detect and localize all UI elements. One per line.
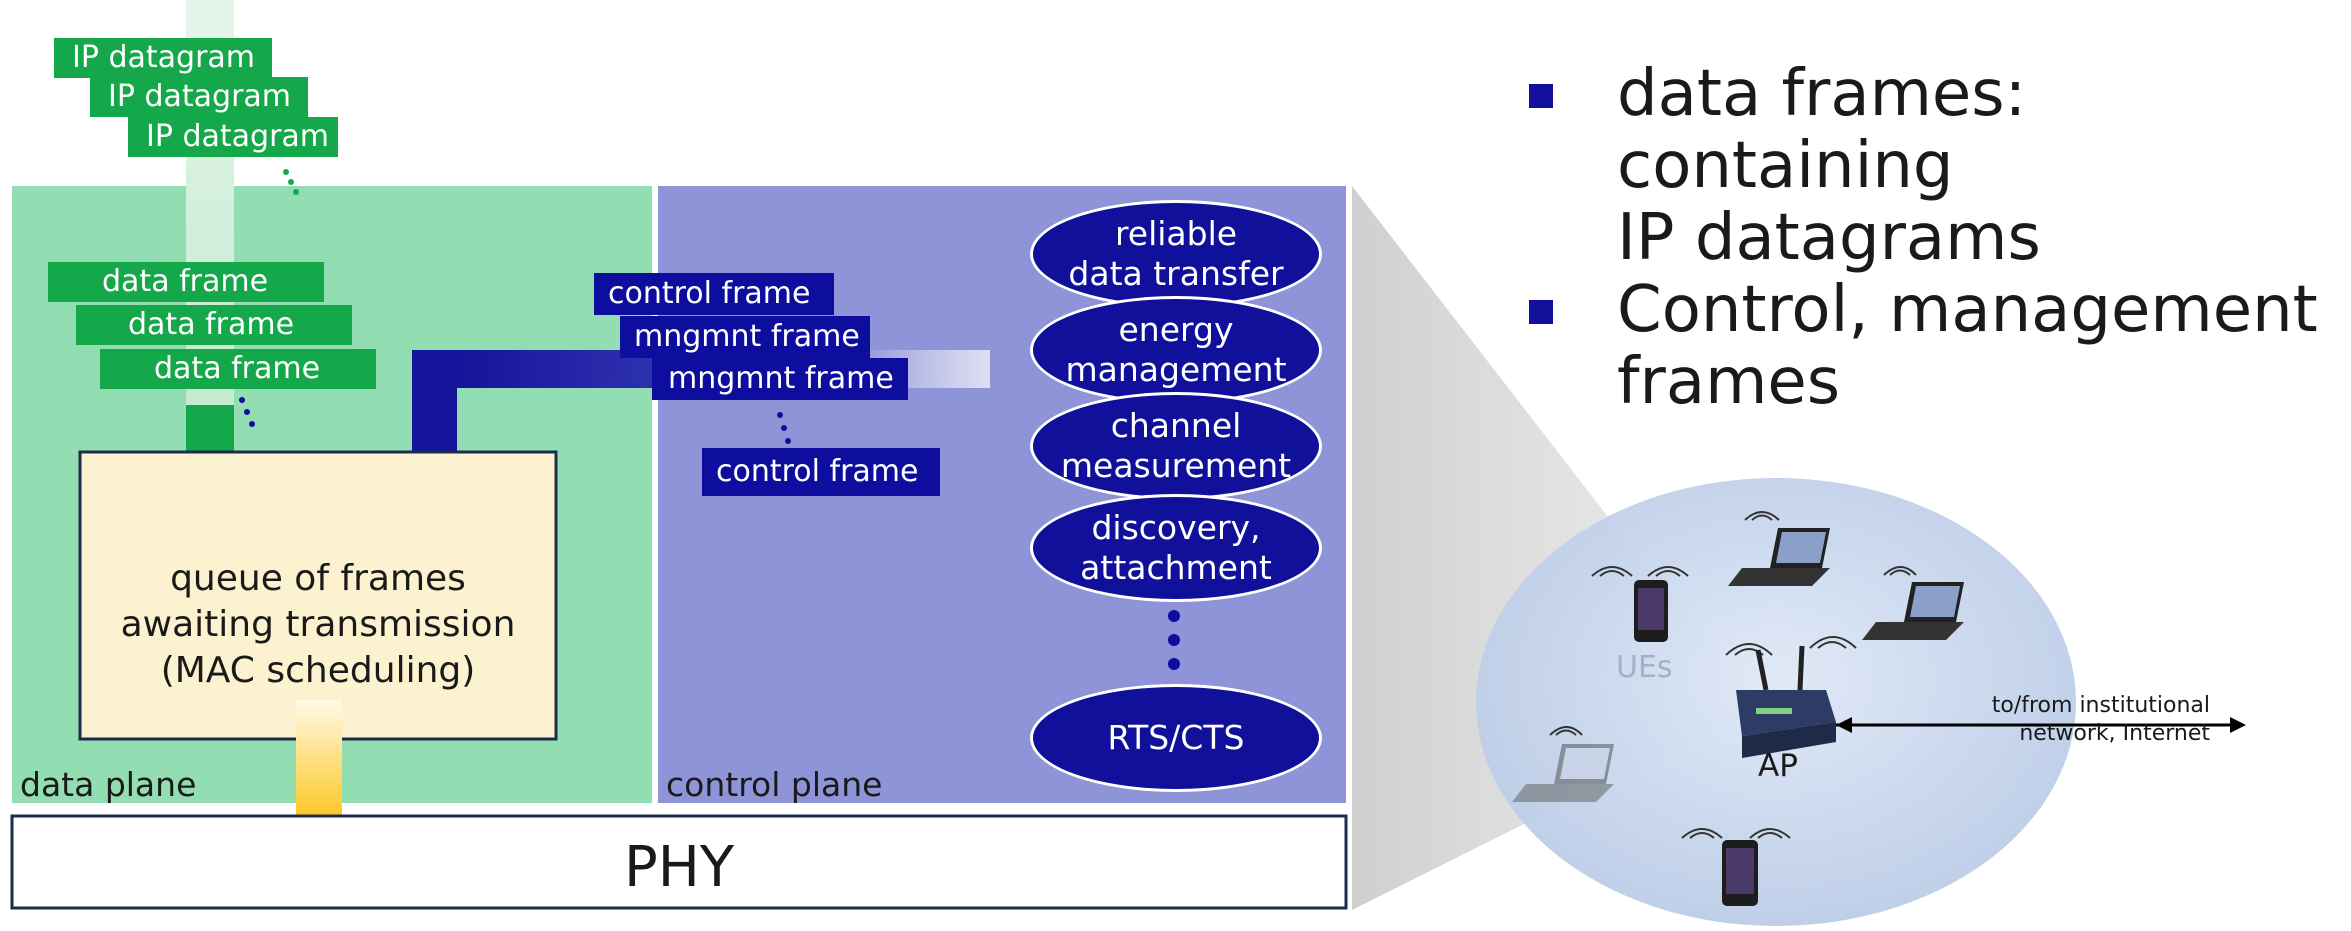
data-frame-label-3: data frame <box>100 349 376 389</box>
access-point-router <box>1736 645 1836 758</box>
oval-line: data transfer <box>1068 254 1284 293</box>
ap-label: AP <box>1758 748 1798 784</box>
oval-line: reliable <box>1114 214 1238 253</box>
control-frame-label-1: control frame <box>594 273 834 315</box>
data-frame-label-1: data frame <box>48 262 324 302</box>
queue-line-1: queue of frames <box>170 558 466 599</box>
bullet-item-data-frames: data frames: containing IP datagrams <box>1525 58 2345 274</box>
oval-line: management <box>1065 350 1287 389</box>
oval-channel-measurement: channel measurement <box>1030 392 1322 500</box>
bullet-line: IP datagrams <box>1617 201 2041 275</box>
bullet-line: Control, management <box>1617 273 2318 347</box>
laptop-device-3 <box>1512 744 1614 802</box>
data-frame-label-2: data frame <box>76 305 352 345</box>
link-label: to/from institutional network, Internet <box>1930 692 2210 748</box>
signal-arcs <box>1549 511 1917 839</box>
laptop-device-2 <box>1862 582 1964 640</box>
bullet-square-icon <box>1529 300 1553 324</box>
phy-label: PHY <box>623 835 735 900</box>
bullet-item-control-frames: Control, management frames <box>1525 274 2345 418</box>
oval-discovery-attachment: discovery, attachment <box>1030 494 1322 602</box>
laptop-device-1 <box>1728 528 1830 586</box>
oval-reliable-data-transfer: reliable data transfer <box>1030 200 1322 308</box>
queue-line-3: (MAC scheduling) <box>160 650 476 691</box>
link-label-line: network, Internet <box>2019 721 2210 746</box>
ip-datagram-label-3: IP datagram <box>128 117 338 157</box>
data-plane-label: data plane <box>20 765 197 804</box>
phy-arrow-stem <box>296 700 342 830</box>
oval-line: energy <box>1118 310 1234 349</box>
mngmnt-frame-label-2: mngmnt frame <box>652 358 908 400</box>
link-label-line: to/from institutional <box>1991 693 2210 718</box>
bullet-line: frames <box>1617 345 1841 419</box>
queue-line-2: awaiting transmission <box>120 604 516 645</box>
oval-energy-management: energy management <box>1030 296 1322 404</box>
control-frame-label-2: control frame <box>702 448 940 496</box>
mngmnt-frame-label-1: mngmnt frame <box>620 316 870 358</box>
phy-box <box>10 814 1348 910</box>
control-plane-label: control plane <box>666 765 883 804</box>
ues-label: UEs <box>1616 650 1673 685</box>
bullet-line: data frames: containing <box>1617 57 2027 203</box>
oval-line: measurement <box>1060 446 1292 485</box>
oval-line: discovery, <box>1091 508 1261 547</box>
ip-datagram-label-2: IP datagram <box>90 77 308 117</box>
ip-datagram-label-1: IP datagram <box>54 38 272 78</box>
oval-line: RTS/CTS <box>1107 718 1245 757</box>
queue-text: queue of frames awaiting transmission (M… <box>80 556 556 694</box>
bullet-square-icon <box>1529 84 1553 108</box>
bullet-list: data frames: containing IP datagrams Con… <box>1525 58 2345 418</box>
oval-line: channel <box>1110 406 1242 445</box>
oval-rts-cts: RTS/CTS <box>1030 684 1322 792</box>
phone-device-1 <box>1634 580 1668 642</box>
queue-box <box>78 450 558 741</box>
phone-device-2 <box>1722 840 1758 906</box>
oval-line: attachment <box>1080 548 1272 587</box>
